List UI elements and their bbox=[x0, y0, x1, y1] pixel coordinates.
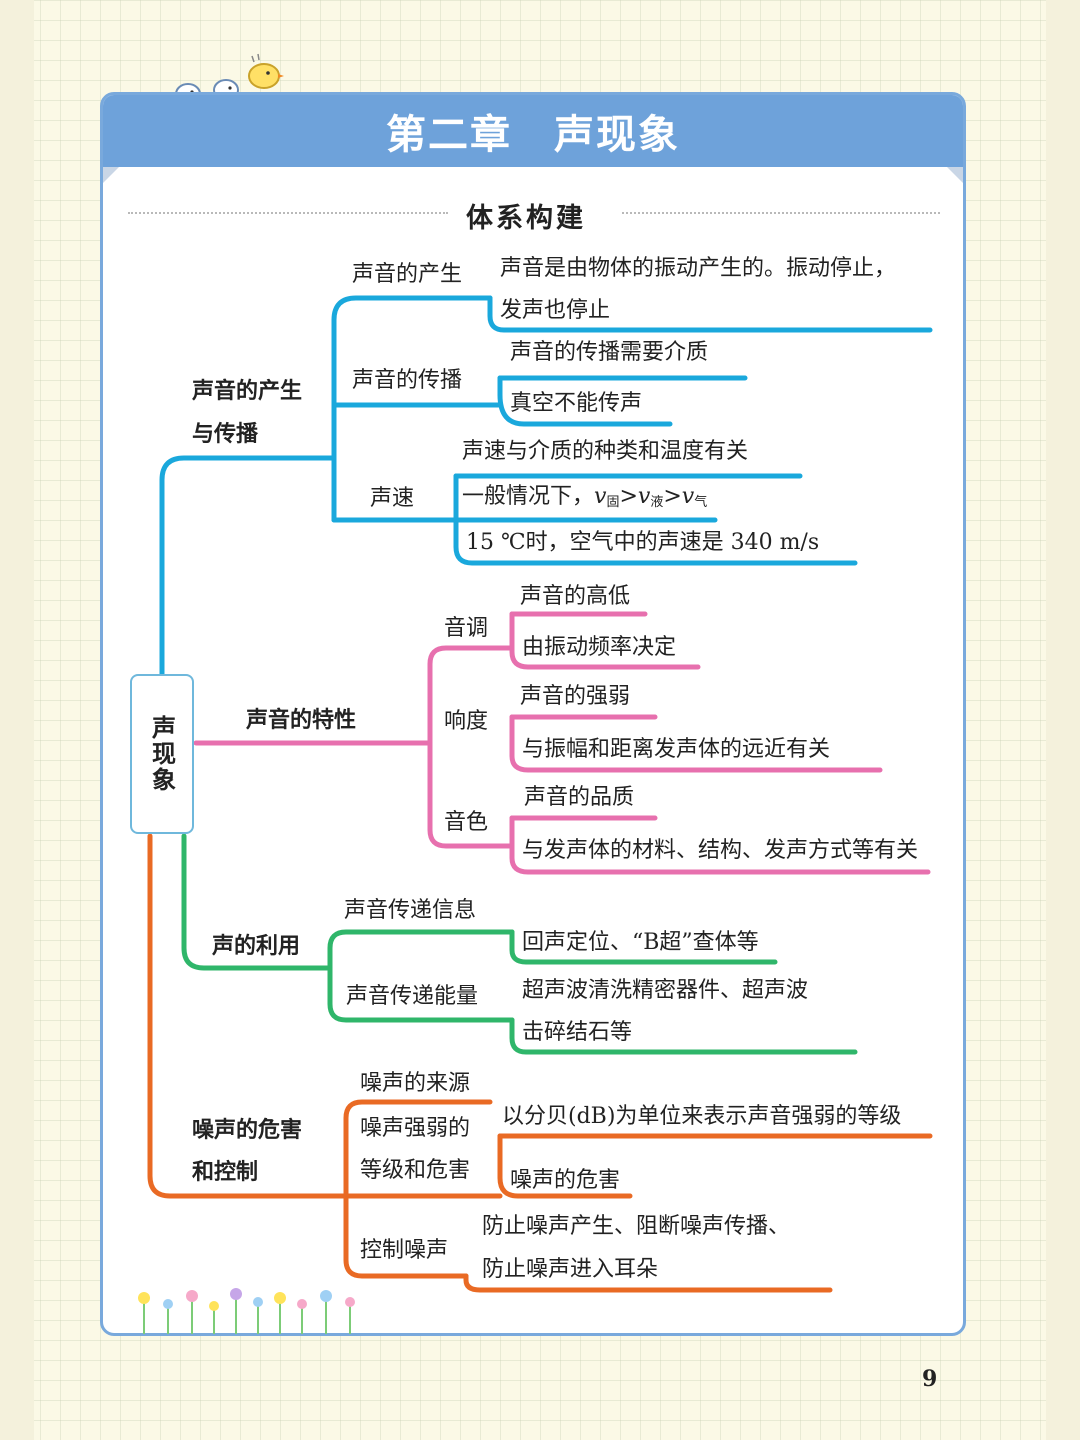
b2-sub1-line1: 声音的高低 bbox=[520, 584, 631, 609]
b2-sub3-line2: 与发声体的材料、结构、发声方式等有关 bbox=[522, 838, 919, 863]
chapter-title: 第二章 声现象 bbox=[386, 112, 680, 158]
b2-sub3-label: 音色 bbox=[444, 810, 489, 835]
b4-sub1-label: 噪声的来源 bbox=[360, 1071, 471, 1096]
branch-4-title-line2: 和控制 bbox=[192, 1160, 259, 1185]
section-title: 体系构建 bbox=[466, 203, 586, 234]
branch-2-lines bbox=[193, 611, 931, 875]
b4-sub3-line1: 防止噪声产生、阻断噪声传播、 bbox=[482, 1214, 791, 1239]
b1-sub1-line1: 声音是由物体的振动产生的。振动停止， bbox=[500, 256, 897, 281]
b4-sub3-label: 控制噪声 bbox=[360, 1238, 449, 1263]
b3-sub2-line1: 超声波清洗精密器件、超声波 bbox=[522, 978, 809, 1003]
b1-sub3-line3: 15 ℃时，空气中的声速是 340 m/s bbox=[466, 530, 820, 555]
b1-sub1-line2: 发声也停止 bbox=[500, 298, 611, 323]
b1-sub2-line1: 声音的传播需要介质 bbox=[510, 340, 709, 365]
root-label: 声现象 bbox=[147, 715, 176, 793]
b1-sub2-label: 声音的传播 bbox=[352, 368, 463, 393]
b4-sub3-line2: 防止噪声进入耳朵 bbox=[482, 1257, 659, 1282]
branch-3-lines bbox=[181, 833, 858, 1055]
branch-2-title: 声音的特性 bbox=[246, 708, 357, 733]
b2-sub1-label: 音调 bbox=[444, 616, 489, 641]
page-margin-right bbox=[1046, 0, 1080, 1440]
b1-sub3-line2: 一般情况下，v固>v液>v气 bbox=[462, 484, 708, 510]
header-fold-right bbox=[947, 167, 963, 183]
b3-sub2-label: 声音传递能量 bbox=[346, 984, 479, 1009]
b3-sub1-line1: 回声定位、“B超”查体等 bbox=[522, 930, 759, 955]
title-divider-right bbox=[622, 212, 940, 214]
b2-sub2-line1: 声音的强弱 bbox=[520, 684, 631, 709]
flowers-illustration bbox=[138, 1288, 355, 1334]
header-fold-left bbox=[103, 167, 119, 183]
b2-sub3-line1: 声音的品质 bbox=[524, 785, 635, 810]
b1-sub2-line2: 真空不能传声 bbox=[510, 391, 643, 416]
b2-sub2-line2: 与振幅和距离发声体的远近有关 bbox=[522, 737, 831, 762]
chapter-header: 第二章 声现象 bbox=[103, 95, 963, 167]
b2-sub2-label: 响度 bbox=[444, 709, 489, 734]
b3-sub2-line2: 击碎结石等 bbox=[522, 1020, 633, 1045]
title-divider-left bbox=[128, 212, 448, 214]
b1-sub1-label: 声音的产生 bbox=[352, 262, 463, 287]
branch-1-title-line1: 声音的产生 bbox=[192, 379, 303, 404]
page-number: 9 bbox=[922, 1366, 938, 1392]
b2-sub1-line2: 由振动频率决定 bbox=[522, 635, 677, 660]
b1-sub3-label: 声速 bbox=[370, 486, 415, 511]
b4-sub2-line2: 噪声的危害 bbox=[510, 1168, 621, 1193]
content-card: 第二章 声现象 bbox=[100, 92, 966, 1336]
branch-3-title: 声的利用 bbox=[212, 934, 301, 959]
branch-4-title-line1: 噪声的危害 bbox=[192, 1118, 303, 1143]
branch-4-lines bbox=[147, 833, 933, 1293]
b3-sub1-label: 声音传递信息 bbox=[344, 898, 477, 923]
branch-1-title-line2: 与传播 bbox=[192, 422, 259, 447]
page-margin-left bbox=[0, 0, 34, 1440]
b4-sub2-label-line1: 噪声强弱的 bbox=[360, 1116, 471, 1141]
branch-1-lines bbox=[159, 295, 933, 677]
b1-sub3-line1: 声速与介质的种类和温度有关 bbox=[462, 439, 749, 464]
b4-sub2-line1: 以分贝(dB)为单位来表示声音强弱的等级 bbox=[502, 1104, 902, 1129]
root-node: 声现象 bbox=[130, 674, 194, 834]
b4-sub2-label-line2: 等级和危害 bbox=[360, 1158, 471, 1183]
